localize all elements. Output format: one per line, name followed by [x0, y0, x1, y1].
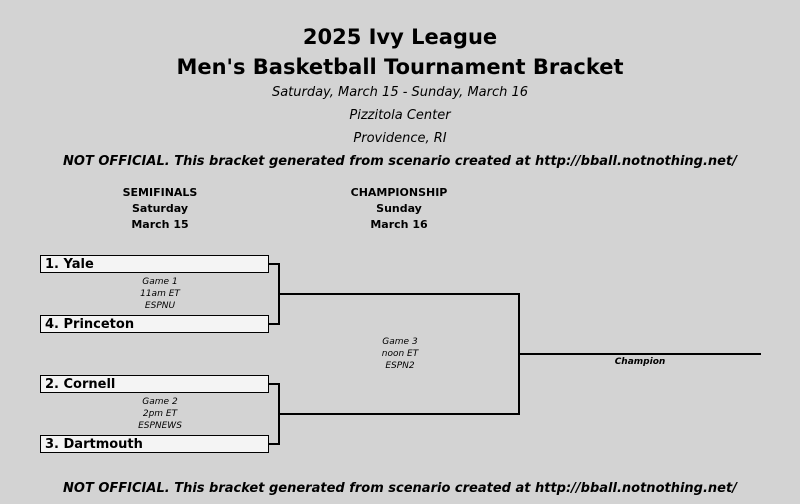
round-name: SEMIFINALS [122, 186, 198, 199]
game-network: ESPNEWS [138, 421, 182, 431]
footer-disclaimer: NOT OFFICIAL. This bracket generated fro… [63, 481, 737, 496]
round-header-championship: CHAMPIONSHIP Sunday March 16 [319, 185, 479, 233]
round-day: Saturday [132, 202, 188, 215]
game-3-info: Game 3 noon ET ESPN2 [340, 336, 460, 372]
bracket-line [278, 293, 520, 295]
team-slot-princeton: 4. Princeton [40, 315, 269, 333]
round-date: March 16 [370, 218, 428, 231]
team-slot-dartmouth: 3. Dartmouth [40, 435, 269, 453]
game-2-info: Game 2 2pm ET ESPNEWS [100, 396, 220, 432]
game-name: Game 1 [142, 277, 178, 287]
tournament-dates: Saturday, March 15 - Sunday, March 16 [271, 85, 529, 100]
title-line-2: Men's Basketball Tournament Bracket [176, 55, 624, 79]
header-disclaimer: NOT OFFICIAL. This bracket generated fro… [63, 154, 737, 169]
game-network: ESPNU [144, 301, 176, 311]
bracket-line [269, 383, 280, 385]
game-time: 11am ET [140, 289, 180, 299]
game-time: 2pm ET [142, 409, 178, 419]
title-line-1: 2025 Ivy League [302, 25, 498, 49]
bracket-line [269, 443, 280, 445]
champion-label: Champion [614, 357, 666, 367]
round-day: Sunday [376, 202, 422, 215]
champion-line [518, 353, 761, 355]
game-name: Game 2 [142, 397, 178, 407]
game-1-info: Game 1 11am ET ESPNU [100, 276, 220, 312]
round-name: CHAMPIONSHIP [350, 186, 448, 199]
team-slot-yale: 1. Yale [40, 255, 269, 273]
game-name: Game 3 [382, 337, 418, 347]
bracket-line [269, 323, 280, 325]
team-slot-cornell: 2. Cornell [40, 375, 269, 393]
round-date: March 15 [131, 218, 189, 231]
location: Providence, RI [353, 131, 447, 146]
game-network: ESPN2 [385, 361, 415, 371]
game-time: noon ET [381, 349, 419, 359]
venue: Pizzitola Center [349, 108, 451, 123]
bracket-line [278, 413, 520, 415]
bracket-line [269, 263, 280, 265]
round-header-semifinals: SEMIFINALS Saturday March 15 [80, 185, 240, 233]
